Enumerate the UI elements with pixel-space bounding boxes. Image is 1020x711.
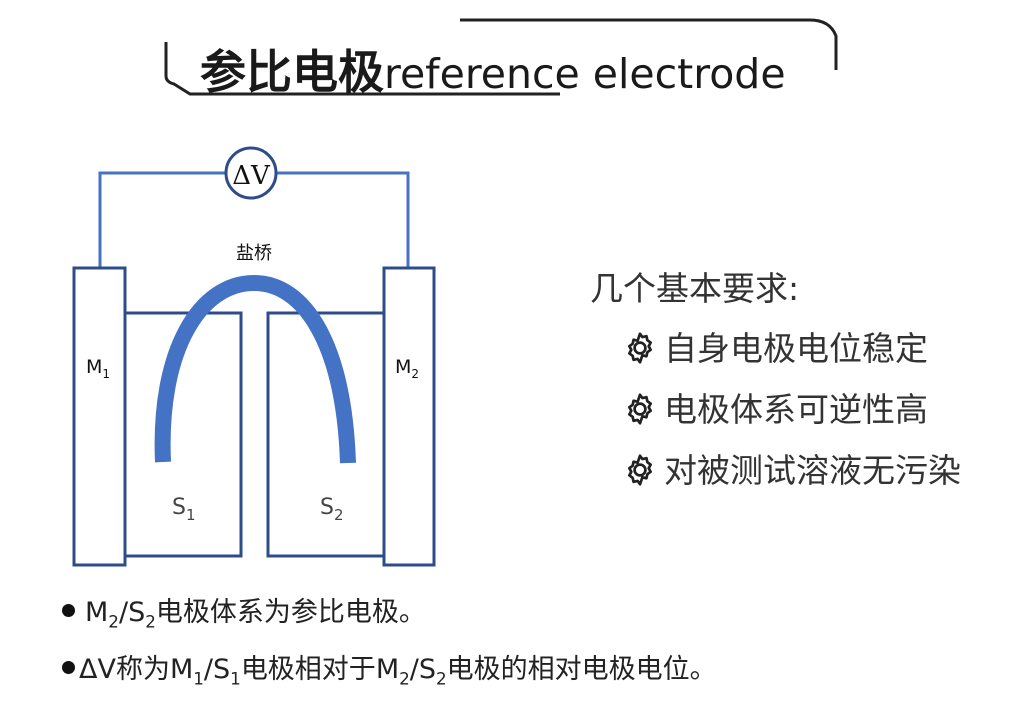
gear-icon	[628, 393, 652, 425]
voltmeter-circle	[224, 146, 278, 200]
bullet-point-2: ΔV称为M1/S1电极相对于M2/S2电极的相对电极电位。	[62, 647, 717, 688]
left-wire	[98, 171, 226, 268]
requirements-heading: 几个基本要求:	[590, 269, 800, 308]
title-english: reference electrode	[384, 50, 786, 98]
right-wire	[276, 171, 410, 268]
title-chinese: 参比电极	[200, 45, 384, 99]
title-frame	[164, 18, 838, 96]
gear-icon	[628, 454, 652, 486]
right-electrode	[382, 266, 436, 567]
bullet-dot	[62, 604, 75, 617]
requirement-item: 对被测试溶液无污染	[622, 444, 961, 492]
requirement-text: 对被测试溶液无污染	[664, 451, 961, 490]
page-title: 参比电极reference electrode	[200, 36, 786, 102]
bullet-dot	[62, 661, 75, 674]
left-solution-label: S1	[172, 495, 196, 524]
requirement-item: 自身电极电位稳定	[622, 322, 928, 370]
right-electrode-label: M2	[395, 356, 419, 381]
requirement-item: 电极体系可逆性高	[622, 383, 928, 431]
requirement-text: 电极体系可逆性高	[664, 390, 928, 429]
bullet-point-1: M2/S2电极体系为参比电极。	[62, 590, 426, 631]
salt-bridge-label: 盐桥	[236, 243, 272, 264]
right-solution-label: S2	[320, 495, 344, 524]
gear-icon	[628, 332, 652, 364]
voltmeter-label: ΔV	[232, 161, 271, 191]
salt-bridge	[154, 274, 356, 464]
left-electrode-label: M1	[86, 356, 110, 381]
requirement-text: 自身电极电位稳定	[664, 329, 928, 368]
title-block: 参比电极reference electrode	[160, 18, 840, 99]
left-electrode	[72, 266, 127, 567]
